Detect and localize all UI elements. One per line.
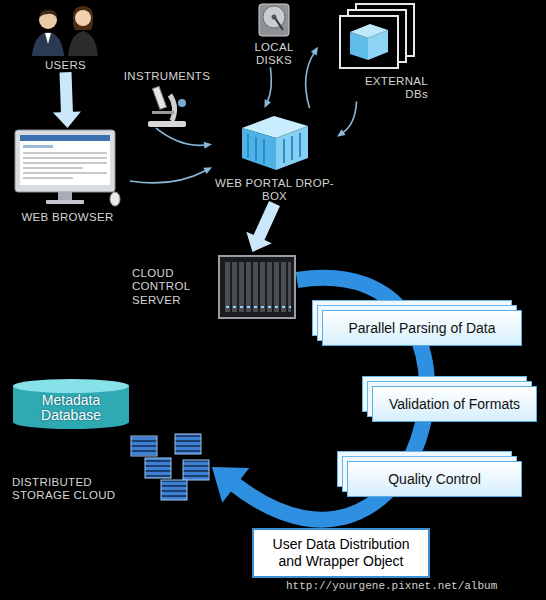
arrow-head <box>204 142 212 149</box>
node-label: WEB BROWSER <box>21 211 113 224</box>
process-box: Quality Control <box>347 461 522 497</box>
external-db-node: EXTERNAL DBs <box>318 2 428 101</box>
node-label: INSTRUMENTS <box>124 70 210 83</box>
box-text: Parallel Parsing of Data <box>333 320 511 336</box>
arrow-head <box>246 232 271 252</box>
connector-line <box>156 128 205 145</box>
connector <box>53 72 81 128</box>
arrow-head <box>203 167 212 174</box>
arrow-head <box>265 99 272 108</box>
process-box: Validation of Formats <box>372 386 537 422</box>
connector <box>130 167 212 183</box>
arrow-head <box>311 47 318 56</box>
server-node: CLOUD CONTROL SERVER <box>132 252 297 322</box>
monitor-icon <box>12 128 124 208</box>
local-disk-node: LOCAL DISKS <box>238 2 310 67</box>
connector-line <box>259 203 275 238</box>
database-cylinder: Metadata Database <box>12 378 130 430</box>
portal-node: WEB PORTAL DROP-BOX <box>212 108 337 203</box>
blade-server-icon <box>217 252 297 322</box>
node-label: DISTRIBUTED STORAGE CLOUD <box>12 476 122 502</box>
node-label: CLOUD CONTROL SERVER <box>132 267 204 307</box>
watermark: http://yourgene.pixnet.net/album <box>286 580 497 592</box>
hard-disk-icon <box>257 2 291 38</box>
node-label: LOCAL DISKS <box>238 41 310 67</box>
arrow-head <box>53 112 81 128</box>
node-label: USERS <box>45 59 86 72</box>
connector-line <box>267 67 271 101</box>
users-icon <box>26 4 106 56</box>
connector-line <box>130 170 206 182</box>
box-text: Quality Control <box>358 471 511 487</box>
connector <box>156 128 212 148</box>
storage-node: DISTRIBUTED STORAGE CLOUD <box>12 432 212 502</box>
box-text: User Data Distribution and Wrapper Objec… <box>262 536 420 570</box>
arrow-head <box>212 467 249 503</box>
connector-line <box>306 53 315 108</box>
node-label: WEB PORTAL DROP-BOX <box>212 177 337 203</box>
process-box: User Data Distribution and Wrapper Objec… <box>252 528 430 578</box>
microscope-icon <box>142 83 192 128</box>
portal-icon <box>234 108 316 174</box>
node-label: EXTERNAL DBs <box>358 75 428 101</box>
storage-servers-icon <box>127 432 212 502</box>
box-text: Validation of Formats <box>383 396 526 412</box>
browser-node: WEB BROWSER <box>5 128 130 224</box>
instrument-node: INSTRUMENTS <box>112 70 222 128</box>
process-box: Parallel Parsing of Data <box>322 310 522 346</box>
connector <box>246 203 274 252</box>
connector-line <box>343 101 357 132</box>
connector-line <box>66 72 67 113</box>
users-node: USERS <box>18 4 113 72</box>
connector <box>306 47 318 108</box>
box-text: Metadata Database <box>12 393 130 424</box>
arrow-head <box>337 129 346 136</box>
connector <box>337 101 357 136</box>
external-db-icon <box>326 2 421 72</box>
connector <box>265 67 272 108</box>
